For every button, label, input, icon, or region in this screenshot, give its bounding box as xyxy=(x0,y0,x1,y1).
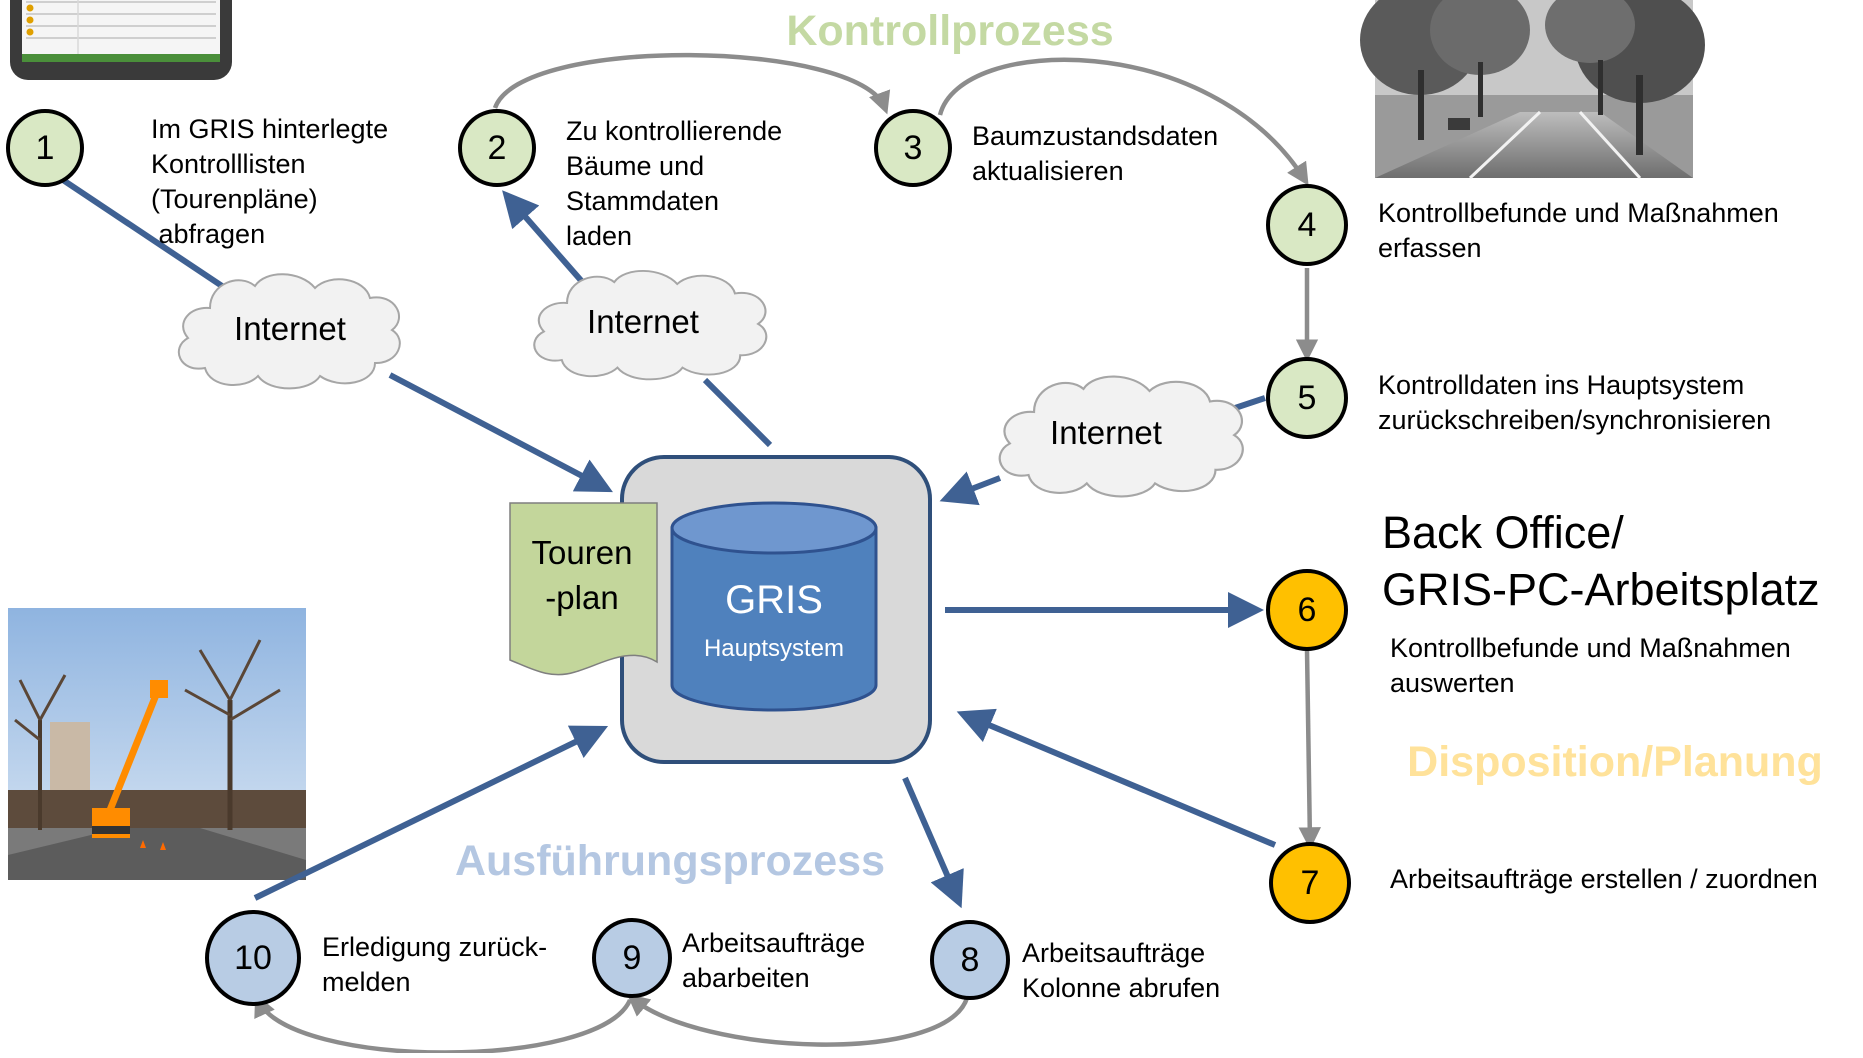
gris-db-title: GRIS xyxy=(725,578,823,622)
heading-control-process: Kontrollprozess xyxy=(786,7,1113,55)
svg-text:Kontrolllisten: Kontrolllisten xyxy=(151,149,306,179)
svg-text:9: 9 xyxy=(623,939,642,977)
step-5-circle: 5 xyxy=(1266,357,1348,439)
heading-backoffice-line2: GRIS-PC-Arbeitsplatz xyxy=(1382,564,1820,615)
step-10-label: Erledigung zurück- melden xyxy=(322,932,547,997)
svg-text:Kontrolldaten ins Hauptsystem: Kontrolldaten ins Hauptsystem xyxy=(1378,370,1744,400)
step-5-label: Kontrolldaten ins Hauptsystem zurückschr… xyxy=(1378,370,1771,435)
step-7-circle: 7 xyxy=(1269,842,1351,924)
step-3-circle: 3 xyxy=(874,109,952,187)
heading-execution-process: Ausführungsprozess xyxy=(455,837,885,885)
svg-text:Kontrollbefunde und Maßnahmen: Kontrollbefunde und Maßnahmen xyxy=(1390,633,1791,663)
step-8-circle: 8 xyxy=(930,920,1010,1000)
svg-text:10: 10 xyxy=(234,939,272,977)
svg-text:2: 2 xyxy=(488,129,507,167)
internet-cloud-2-label: Internet xyxy=(587,303,699,340)
svg-text:6: 6 xyxy=(1298,591,1317,629)
svg-text:zurückschreiben/synchronisiere: zurückschreiben/synchronisieren xyxy=(1378,405,1771,435)
touren-plan-document xyxy=(509,502,658,676)
heading-backoffice-line1: Back Office/ xyxy=(1382,507,1624,558)
svg-text:1: 1 xyxy=(36,129,55,167)
step-1-circle: 1 xyxy=(6,109,84,187)
svg-text:7: 7 xyxy=(1301,864,1320,902)
arrow-internet-to-gris-1 xyxy=(388,372,613,493)
svg-text:abfragen: abfragen xyxy=(151,219,265,249)
tree-work-crane-photo xyxy=(8,608,306,880)
step-7-label: Arbeitsaufträge erstellen / zuordnen xyxy=(1390,864,1818,894)
svg-text:8: 8 xyxy=(961,941,980,979)
svg-text:Bäume und: Bäume und xyxy=(566,151,704,181)
step-2-label: Zu kontrollierende Bäume und Stammdaten … xyxy=(566,116,782,251)
svg-text:4: 4 xyxy=(1298,206,1317,244)
gris-database-cylinder xyxy=(670,501,878,712)
step-4-label: Kontrollbefunde und Maßnahmen erfassen xyxy=(1378,198,1779,263)
svg-text:3: 3 xyxy=(904,129,923,167)
arrow-8-to-9 xyxy=(626,993,970,1047)
svg-text:Arbeitsaufträge erstellen / zu: Arbeitsaufträge erstellen / zuordnen xyxy=(1390,864,1818,894)
arrow-2-to-3 xyxy=(492,52,891,115)
step-3-label: Baumzustandsdaten aktualisieren xyxy=(972,121,1218,186)
arrow-5-to-internet xyxy=(1234,395,1266,411)
heading-planning: Disposition/Planung xyxy=(1407,738,1823,786)
step-10-circle: 10 xyxy=(205,910,301,1006)
step-4-circle: 4 xyxy=(1266,184,1348,266)
arrow-6-to-7 xyxy=(1298,649,1322,850)
step-6-circle: 6 xyxy=(1266,569,1348,651)
arrow-gris-to-8 xyxy=(902,776,964,909)
svg-text:melden: melden xyxy=(322,967,411,997)
gris-db-subtitle: Hauptsystem xyxy=(704,635,844,662)
svg-text:Arbeitsaufträge: Arbeitsaufträge xyxy=(682,928,865,958)
step-8-label: Arbeitsaufträge Kolonne abrufen xyxy=(1022,938,1220,1003)
svg-text:abarbeiten: abarbeiten xyxy=(682,963,810,993)
touren-plan-line2: -plan xyxy=(545,579,618,616)
svg-text:aktualisieren: aktualisieren xyxy=(972,156,1124,186)
svg-text:auswerten: auswerten xyxy=(1390,668,1515,698)
svg-text:erfassen: erfassen xyxy=(1378,233,1482,263)
svg-text:Zu kontrollierende: Zu kontrollierende xyxy=(566,116,782,146)
arrow-internet-to-gris-5 xyxy=(939,471,1002,506)
step-9-label: Arbeitsaufträge abarbeiten xyxy=(682,928,865,993)
svg-text:Stammdaten: Stammdaten xyxy=(566,186,719,216)
svg-text:(Tourenpläne): (Tourenpläne) xyxy=(151,184,318,214)
svg-text:Kontrollbefunde und Maßnahmen: Kontrollbefunde und Maßnahmen xyxy=(1378,198,1779,228)
internet-cloud-1-label: Internet xyxy=(234,310,346,347)
step-9-circle: 9 xyxy=(592,918,672,998)
svg-text:laden: laden xyxy=(566,221,632,251)
svg-text:Erledigung zurück-: Erledigung zurück- xyxy=(322,932,547,962)
step-6-label: Kontrollbefunde und Maßnahmen auswerten xyxy=(1390,633,1791,698)
street-trees-photo xyxy=(1360,0,1705,180)
arrow-7-to-gris xyxy=(956,708,1277,848)
arrow-3-to-4 xyxy=(937,57,1309,186)
svg-text:Baumzustandsdaten: Baumzustandsdaten xyxy=(972,121,1218,151)
touren-plan-line1: Touren xyxy=(532,534,633,571)
arrow-1-to-internet xyxy=(58,175,227,291)
svg-text:Arbeitsaufträge: Arbeitsaufträge xyxy=(1022,938,1205,968)
svg-text:Im GRIS hinterlegte: Im GRIS hinterlegte xyxy=(151,114,388,144)
arrow-internet-to-2 xyxy=(502,190,588,287)
svg-text:Kolonne abrufen: Kolonne abrufen xyxy=(1022,973,1220,1003)
step-1-label: Im GRIS hinterlegte Kontrolllisten (Tour… xyxy=(151,114,388,249)
step-2-circle: 2 xyxy=(458,109,536,187)
tablet-device-image xyxy=(10,0,232,80)
arrow-10-to-gris xyxy=(253,725,609,901)
arrow-gris-to-internet-2 xyxy=(702,377,773,448)
svg-text:5: 5 xyxy=(1298,379,1317,417)
arrow-9-to-10 xyxy=(254,993,633,1055)
internet-cloud-3-label: Internet xyxy=(1050,414,1162,451)
